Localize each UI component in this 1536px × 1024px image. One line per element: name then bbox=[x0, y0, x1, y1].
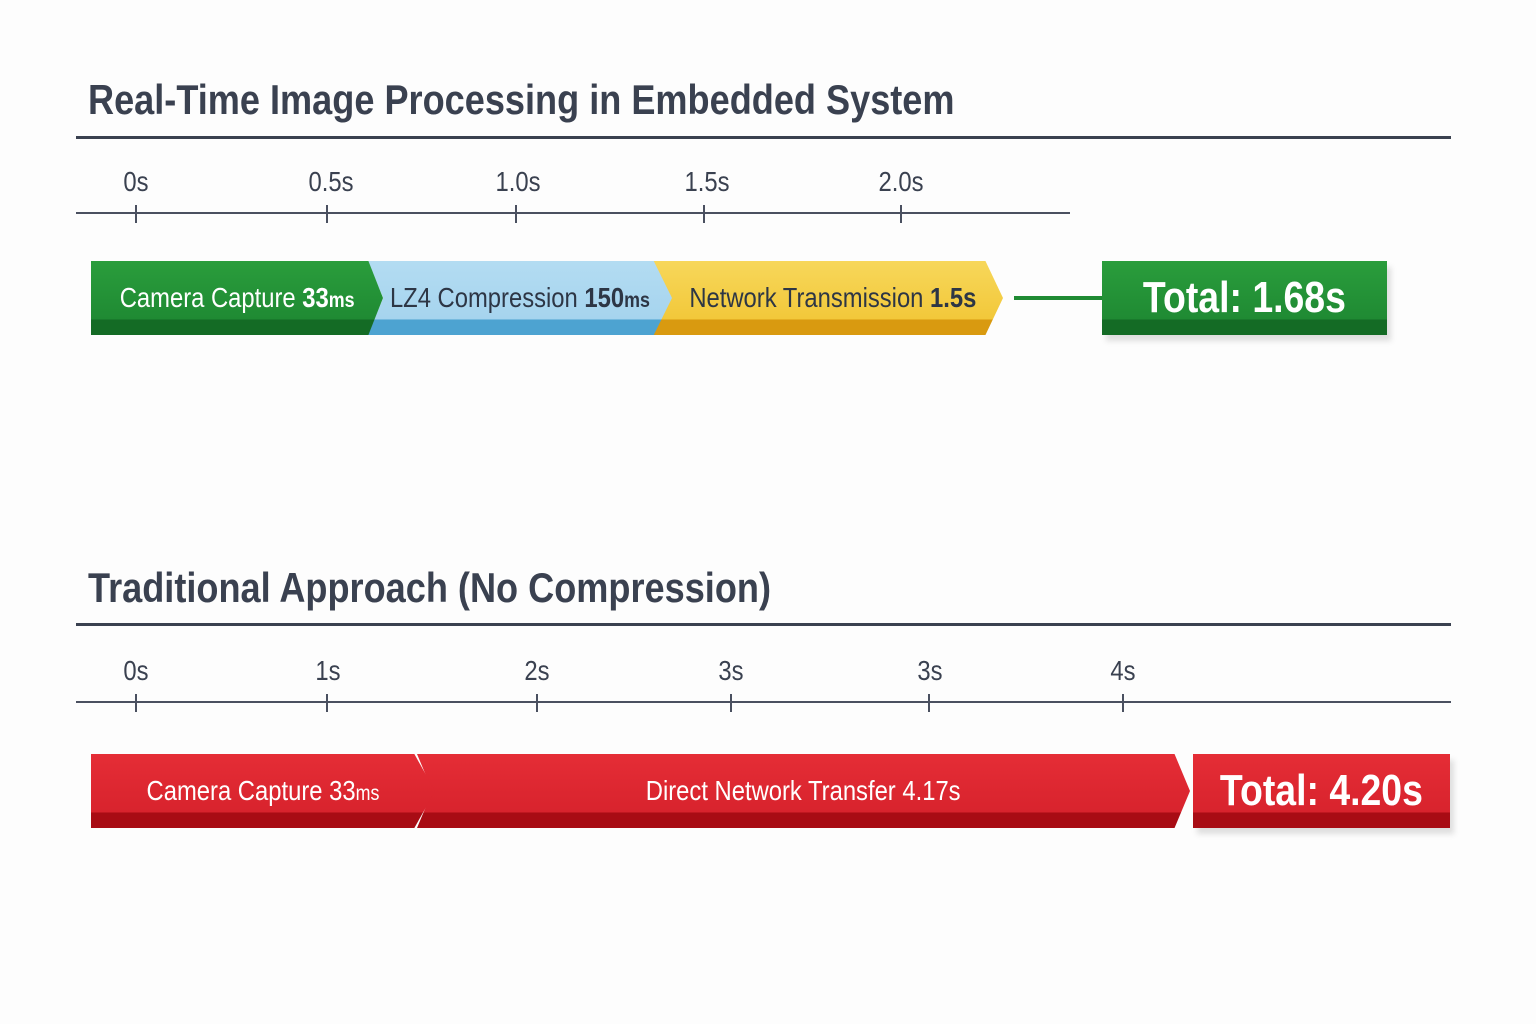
axis-tick bbox=[326, 205, 328, 223]
stage-duration: 33 bbox=[329, 775, 356, 806]
axis-tick bbox=[900, 205, 902, 223]
stage-label: LZ4 Compression bbox=[390, 282, 578, 313]
tick-label: 2.0s bbox=[878, 166, 924, 197]
stage-label: Network Transmission bbox=[688, 282, 924, 313]
stage-label: Camera Capture bbox=[119, 282, 296, 313]
stage-camera-capture: Camera Capture 33ms bbox=[91, 754, 435, 828]
tick-label: 0s bbox=[123, 166, 149, 197]
axis-tick bbox=[1122, 694, 1124, 712]
total-text: Total: 4.20s bbox=[1219, 766, 1423, 815]
tick-label: 4s bbox=[1110, 655, 1136, 686]
section1-divider bbox=[76, 136, 1451, 139]
stage-lz4-compression: LZ4 Compression 150ms bbox=[368, 261, 672, 335]
axis-tick bbox=[536, 694, 538, 712]
section2-divider bbox=[76, 623, 1451, 626]
axis-tick bbox=[730, 694, 732, 712]
stage-label: Camera Capture bbox=[146, 775, 323, 806]
axis-tick bbox=[703, 205, 705, 223]
stage-camera-capture: Camera Capture 33ms bbox=[91, 261, 383, 335]
tick-label: 3s bbox=[718, 655, 744, 686]
stage-network-transmission: Network Transmission 1.5s bbox=[652, 261, 1003, 335]
stage-duration: 150 bbox=[584, 282, 625, 313]
section2-axis bbox=[76, 701, 1451, 703]
axis-tick bbox=[928, 694, 930, 712]
axis-tick bbox=[326, 694, 328, 712]
stage-unit: ms bbox=[328, 289, 355, 312]
tick-label: 2s bbox=[524, 655, 550, 686]
stage-unit: ms bbox=[624, 289, 650, 312]
stage-label: Direct Network Transfer bbox=[646, 775, 897, 806]
stage-unit: ms bbox=[355, 782, 380, 805]
tick-label: 3s bbox=[917, 655, 943, 686]
total-badge: Total: 1.68s bbox=[1102, 261, 1387, 335]
total-connector bbox=[1014, 296, 1102, 300]
axis-tick bbox=[515, 205, 517, 223]
tick-label: 0.5s bbox=[308, 166, 354, 197]
total-text: Total: 1.68s bbox=[1142, 273, 1346, 322]
stage-duration: 33 bbox=[302, 282, 329, 313]
stage-duration: 4.17s bbox=[902, 775, 961, 806]
tick-label: 1.5s bbox=[684, 166, 730, 197]
total-badge: Total: 4.20s bbox=[1193, 754, 1450, 828]
section2-title: Traditional Approach (No Compression) bbox=[88, 564, 771, 611]
section1-title: Real-Time Image Processing in Embedded S… bbox=[88, 76, 955, 123]
tick-label: 1.0s bbox=[495, 166, 541, 197]
section1-axis bbox=[76, 212, 1070, 214]
tick-label: 0s bbox=[123, 655, 149, 686]
axis-tick bbox=[135, 694, 137, 712]
tick-label: 1s bbox=[315, 655, 341, 686]
stage-direct-network-transfer: Direct Network Transfer 4.17s bbox=[417, 754, 1190, 828]
stage-duration: 1.5s bbox=[929, 282, 977, 313]
axis-tick bbox=[135, 205, 137, 223]
